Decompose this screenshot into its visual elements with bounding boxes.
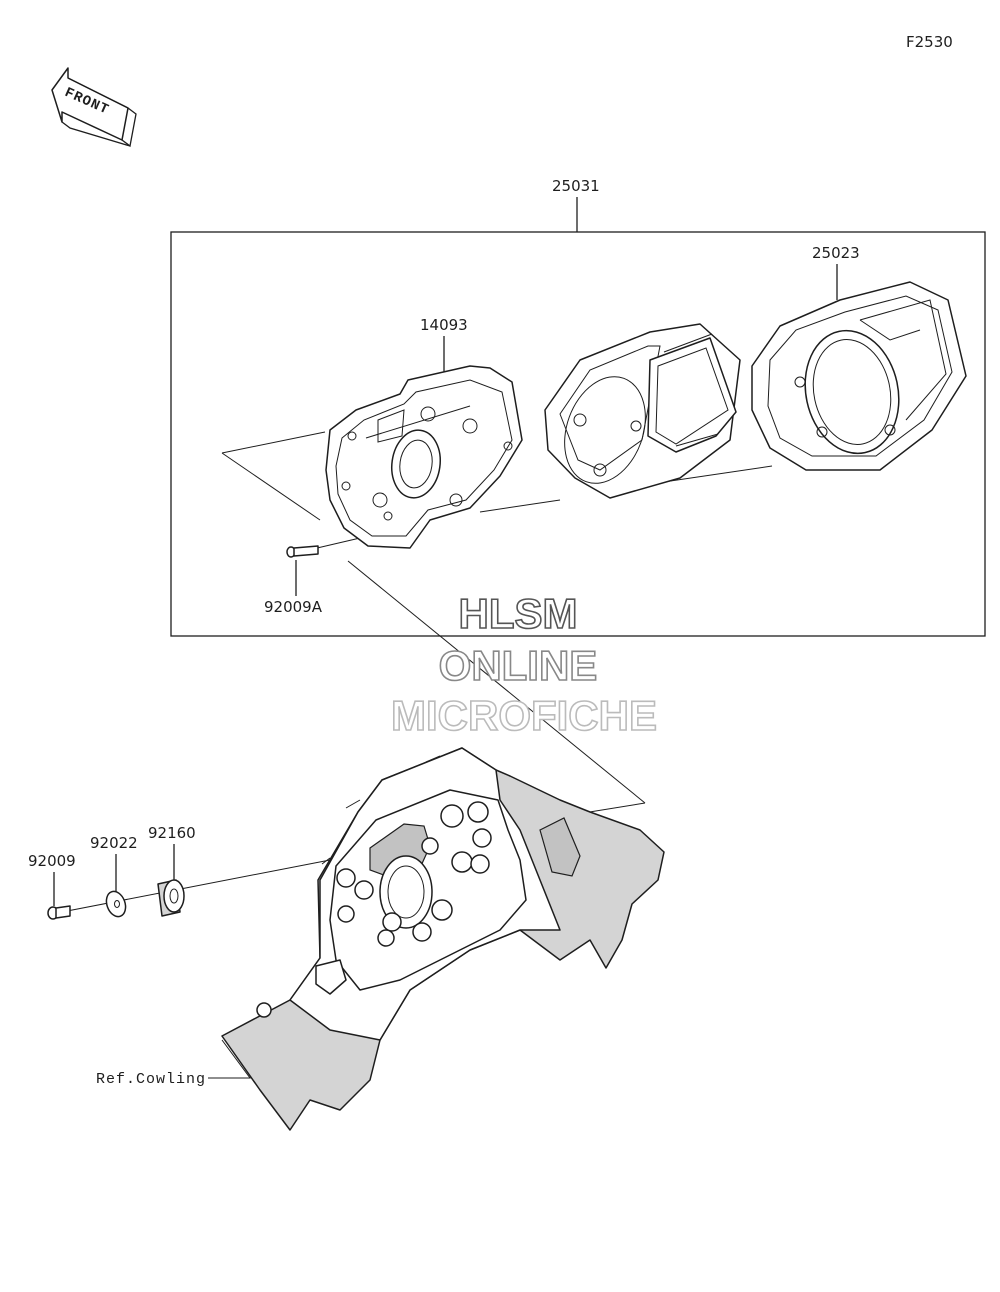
figure-code: F2530 (906, 33, 953, 51)
callout-92022: 92022 (90, 834, 138, 852)
meter-case-cover (751, 281, 967, 471)
callout-92160: 92160 (148, 824, 196, 842)
assembly-frame (170, 231, 986, 637)
callout-25023: 25023 (812, 244, 860, 262)
front-arrow-icon: FRONT (51, 67, 137, 148)
screw-92009a-icon (286, 545, 319, 558)
cowling (221, 747, 665, 1131)
watermark-line2: ONLINE (439, 642, 598, 689)
meter-unit-inner (544, 323, 741, 499)
watermark-line1: HLSM (459, 590, 578, 637)
callout-25031: 25031 (552, 177, 600, 195)
meter-case-lower (325, 365, 523, 549)
callout-92009: 92009 (28, 852, 76, 870)
callout-92009a: 92009A (264, 598, 323, 616)
watermark: HLSM ONLINE MICROFICHE (390, 589, 658, 740)
screw-92009-icon (47, 905, 71, 920)
washer-92022-icon (105, 890, 127, 918)
grommet-92160-icon (157, 879, 185, 917)
callout-ref-cowling: Ref.Cowling (96, 1071, 206, 1088)
watermark-line3: MICROFICHE (391, 692, 657, 739)
callout-14093: 14093 (420, 316, 468, 334)
